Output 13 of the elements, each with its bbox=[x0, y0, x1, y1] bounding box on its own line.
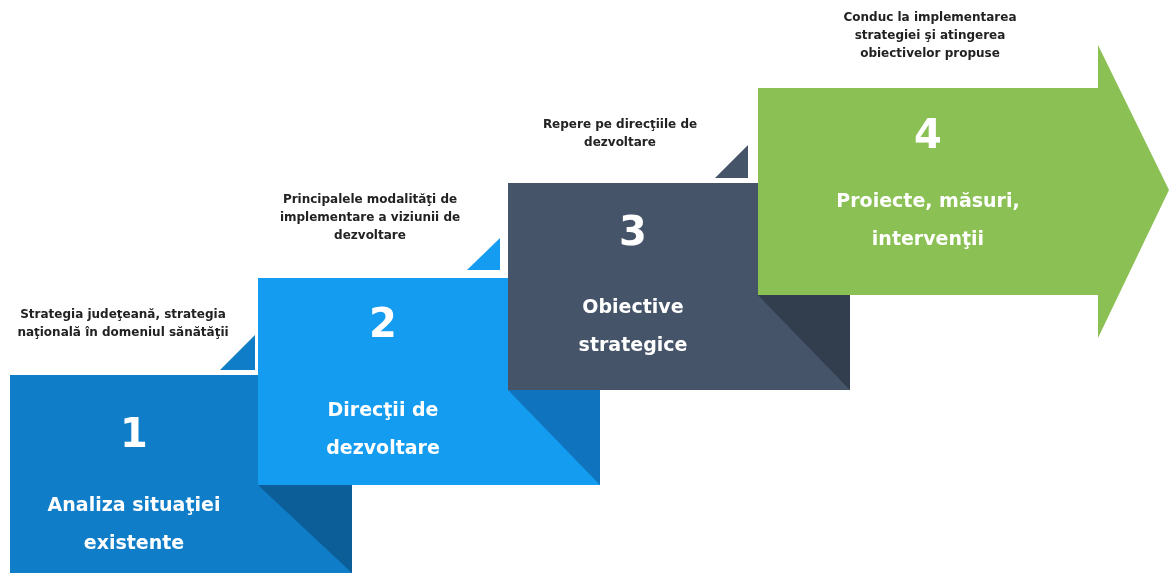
step-caption: Repere pe direcţiile de dezvoltare bbox=[541, 116, 699, 151]
step-title: Proiecte, măsuri, intervenţii bbox=[835, 188, 1021, 251]
step-title: Direcţii de dezvoltare bbox=[325, 397, 441, 460]
step-number: 1 bbox=[119, 410, 149, 456]
step-number: 4 bbox=[913, 111, 943, 157]
step-number: 3 bbox=[618, 208, 648, 254]
step-caption: Principalele modalităţi de implementare a viziunii de dezvoltare bbox=[278, 191, 462, 244]
step-arrow bbox=[758, 45, 1169, 338]
step-title: Analiza situaţiei existente bbox=[46, 492, 222, 555]
step-caption: Conduc la implementarea strategiei şi atingerea obiectivelor propuse bbox=[842, 9, 1018, 62]
step-number: 2 bbox=[368, 300, 398, 346]
step-caption: Strategia judeţeană, strategia naţională în domeniul sănătăţii bbox=[16, 306, 230, 341]
step-title: Obiective strategice bbox=[577, 294, 689, 357]
